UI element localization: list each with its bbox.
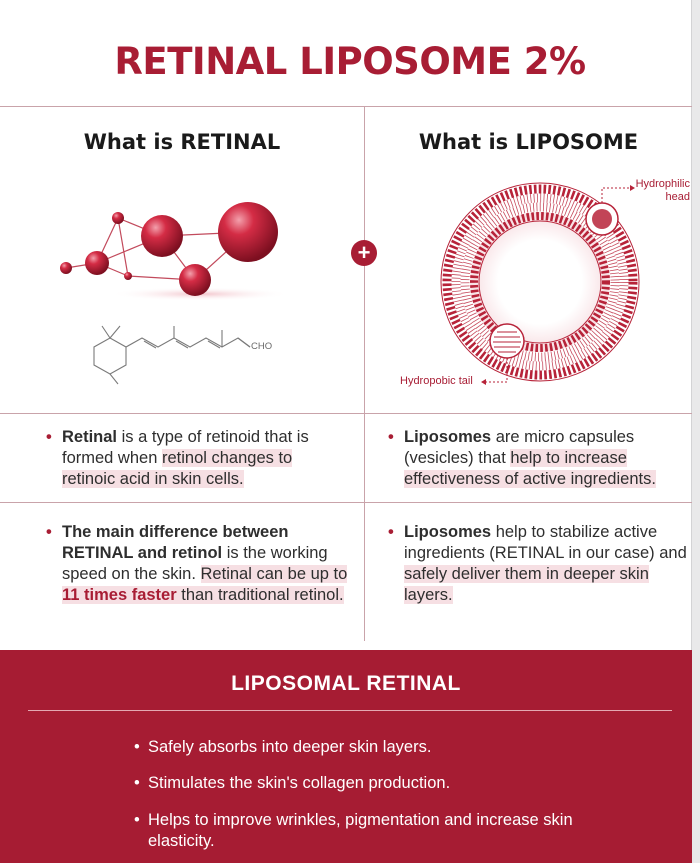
bullet-icon: • bbox=[388, 523, 394, 541]
bullet-icon: • bbox=[46, 523, 52, 541]
hydrophilic-label-line2: head bbox=[665, 191, 690, 203]
retinal-definition: • Retinal is a type of retinoid that is … bbox=[46, 427, 337, 490]
liposome-definition: • Liposomes are micro capsules (vesicles… bbox=[388, 427, 689, 490]
plus-icon: + bbox=[351, 240, 377, 266]
footer-title: LIPOSOMAL RETINAL bbox=[231, 672, 461, 695]
page-edge bbox=[691, 0, 700, 863]
benefit-item-2: • Stimulates the skin's collagen producti… bbox=[134, 773, 618, 794]
benefit-text-2: Stimulates the skin's collagen productio… bbox=[148, 774, 451, 792]
liposome-definition-text: are micro capsules (vesicles) that bbox=[404, 428, 635, 467]
liposome-stabilize: • Liposomes help to stabilize active ing… bbox=[388, 522, 689, 606]
difference-term: The main difference between RETINAL and … bbox=[62, 523, 289, 562]
retinal-definition-text: is a type of retinoid that is formed whe… bbox=[62, 428, 309, 467]
bullet-icon: • bbox=[388, 428, 394, 446]
benefit-item-1: • Safely absorbs into deeper skin layers. bbox=[134, 737, 618, 758]
divider-top bbox=[0, 106, 692, 107]
cho-label: CHO bbox=[251, 341, 272, 352]
stabilize-highlight: safely deliver them in deeper skin layer… bbox=[404, 565, 649, 604]
bullet-icon: • bbox=[134, 774, 140, 792]
hydrophilic-head-label: Hydrophilic head bbox=[628, 178, 690, 204]
bullet-icon: • bbox=[134, 811, 140, 829]
molecule-illustration bbox=[60, 202, 290, 301]
hydrophilic-label-line1: Hydrophilic bbox=[635, 178, 690, 190]
liposome-term: Liposomes bbox=[404, 428, 492, 446]
footer-panel: LIPOSOMAL RETINAL • Safely absorbs into d… bbox=[0, 650, 692, 863]
retinal-difference: • The main difference between RETINAL an… bbox=[46, 522, 352, 606]
difference-text: is the working speed on the skin. bbox=[62, 544, 328, 583]
difference-highlight-1: Retinal can be up to bbox=[200, 565, 348, 583]
liposome-term-2: Liposomes bbox=[404, 523, 492, 541]
benefit-text-1: Safely absorbs into deeper skin layers. bbox=[148, 738, 432, 756]
liposome-heading: What is LIPOSOME bbox=[418, 130, 639, 154]
bullet-icon: • bbox=[46, 428, 52, 446]
divider-middle-1 bbox=[0, 413, 692, 414]
retinal-term: Retinal bbox=[62, 428, 118, 446]
liposome-illustration bbox=[440, 182, 640, 385]
retinal-heading: What is RETINAL bbox=[83, 130, 281, 154]
stabilize-text: help to stabilize active ingredients (RE… bbox=[404, 523, 687, 562]
times-faster-text: 11 times faster bbox=[62, 586, 177, 604]
hydrophobic-tail-label: Hydropobic tail bbox=[400, 375, 473, 387]
bullet-icon: • bbox=[134, 738, 140, 756]
difference-highlight-2: than traditional retinol. bbox=[176, 586, 344, 604]
retinal-structure-formula: CHO bbox=[93, 325, 272, 385]
page-title: RETINAL LIPOSOME 2% bbox=[114, 40, 586, 83]
footer-divider bbox=[28, 710, 672, 711]
benefit-text-3: Helps to improve wrinkles, pigmentation … bbox=[148, 811, 573, 850]
benefit-item-3: • Helps to improve wrinkles, pigmentation… bbox=[134, 810, 618, 852]
divider-middle-2 bbox=[0, 502, 692, 503]
divider-vertical bbox=[364, 106, 365, 641]
